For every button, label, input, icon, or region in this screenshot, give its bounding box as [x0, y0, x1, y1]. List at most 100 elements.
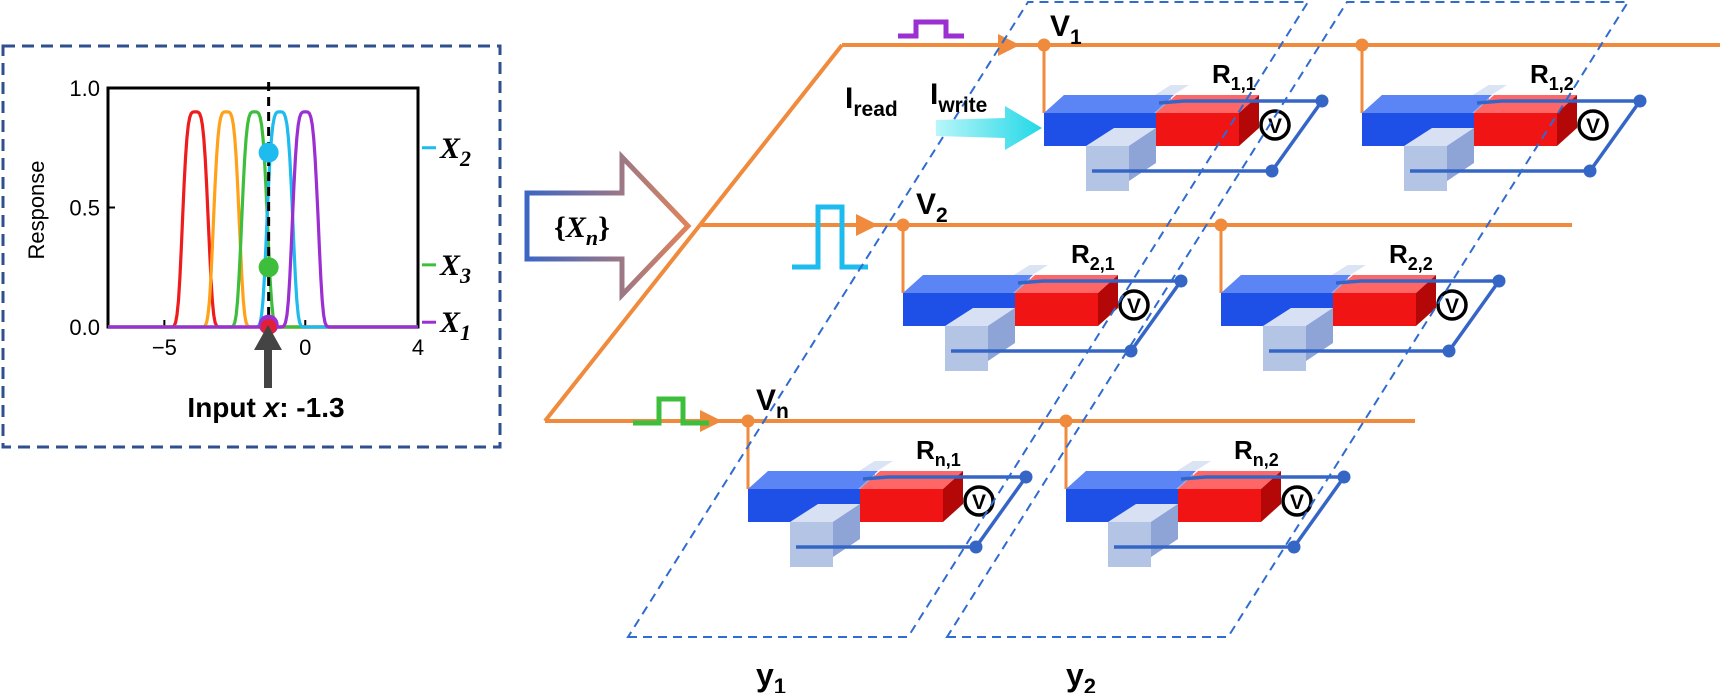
- rail-front: [1086, 146, 1129, 191]
- readout-wire-diag: [1129, 279, 1183, 353]
- junction-dot: [1214, 218, 1228, 232]
- memristor-cell: V Rn,2: [1059, 414, 1351, 567]
- red-block: [1178, 489, 1261, 522]
- rail-front-side: [833, 504, 860, 557]
- encoding-arrow: {Xn}: [524, 150, 692, 302]
- junction-dot: [896, 218, 910, 232]
- rail-front-top: [1263, 308, 1333, 326]
- resistance-label: Rn,2: [1234, 435, 1279, 470]
- column-frame-y2: [945, 0, 1630, 638]
- response-marker: [258, 257, 279, 278]
- encoding-arrow-label: {Xn}: [554, 211, 610, 250]
- rail-front: [1404, 146, 1447, 191]
- rail-front: [945, 326, 988, 371]
- voltmeter-symbol: V: [972, 491, 986, 514]
- readout-wire-diag: [1270, 99, 1324, 173]
- voltmeter-symbol: V: [1586, 115, 1600, 138]
- blue-block-top: [748, 471, 878, 489]
- memristor-cell: V R2,2: [1214, 218, 1506, 371]
- red-block: [1333, 293, 1416, 326]
- column-frames: [626, 0, 1630, 638]
- memristor-cell: V Rn,1: [741, 414, 1033, 567]
- junction-dot: [1355, 38, 1369, 52]
- junction-dot: [1059, 414, 1073, 428]
- voltage-label: V1: [1050, 10, 1082, 49]
- readout-wire-diag: [1447, 279, 1501, 353]
- x-tick-label: −5: [152, 335, 177, 360]
- y-axis-label: Response: [24, 160, 49, 259]
- readout-wire-top: [1017, 279, 1181, 285]
- input-label: Input x: -1.3: [187, 392, 344, 423]
- blue-block-top: [1066, 471, 1196, 489]
- blue-block-top: [1221, 275, 1351, 293]
- column-label-y1: y1: [756, 657, 786, 693]
- response-marker: [258, 142, 279, 163]
- red-block-side: [1416, 275, 1436, 326]
- readout-wire-top: [1335, 279, 1499, 285]
- readout-wire-diag: [1588, 99, 1642, 173]
- y-tick-label: 0.0: [69, 315, 100, 340]
- voltmeter-symbol: V: [1445, 295, 1459, 318]
- input-pulse: [898, 19, 964, 39]
- resistance-label: R1,1: [1212, 59, 1256, 94]
- resistance-label: R1,2: [1530, 59, 1574, 94]
- voltage-label: V2: [916, 188, 948, 227]
- red-block-side: [1239, 95, 1259, 146]
- red-block: [1015, 293, 1098, 326]
- x-tick-label: 0: [299, 335, 311, 360]
- current-direction-arrow: [700, 410, 722, 432]
- column-label-y2: y2: [1066, 657, 1096, 693]
- rail-front: [1108, 522, 1151, 567]
- voltmeter-icon: [1259, 109, 1291, 141]
- memristor-cell: V R1,2: [1355, 38, 1647, 191]
- side-label: X1: [439, 306, 471, 345]
- rail-front-side: [1151, 504, 1178, 557]
- memristor-cell: VR1,1: [1037, 38, 1329, 191]
- voltmeter-icon: [1577, 109, 1609, 141]
- rail-front: [790, 522, 833, 567]
- red-block-side: [1557, 95, 1577, 146]
- readout-wire-top: [1158, 99, 1322, 105]
- resistance-label: R2,1: [1071, 239, 1115, 274]
- junction-dot: [741, 414, 755, 428]
- rail-front-side: [1306, 308, 1333, 361]
- readout-wire-diag: [1292, 475, 1346, 549]
- rail-front-top: [1086, 128, 1156, 146]
- x-tick-label: 4: [412, 335, 424, 360]
- rail-front-top: [1404, 128, 1474, 146]
- side-label: X2: [439, 132, 471, 171]
- inset-dashed-border: [1, 44, 502, 449]
- resistance-label: R2,2: [1389, 239, 1433, 274]
- rail-front-side: [1447, 128, 1474, 181]
- rail-front-top: [945, 308, 1015, 326]
- junction-dot: [1037, 38, 1051, 52]
- rail-front-side: [1129, 128, 1156, 181]
- red-block: [1474, 113, 1557, 146]
- input-pulse: [633, 396, 709, 426]
- voltmeter-icon: [1118, 289, 1150, 321]
- input-arrow: [254, 325, 282, 388]
- blue-block-top: [1044, 95, 1174, 113]
- voltmeter-symbol: V: [1290, 491, 1304, 514]
- blue-block-top: [1362, 95, 1492, 113]
- side-label: X3: [439, 249, 471, 288]
- write-current-arrow: [936, 106, 1042, 150]
- current-direction-arrow: [856, 214, 878, 236]
- column-frame-y1: [626, 0, 1310, 638]
- readout-wire-diag: [974, 475, 1028, 549]
- red-block-side: [1261, 471, 1281, 522]
- voltmeter-icon: [1436, 289, 1468, 321]
- rail-front-top: [1108, 504, 1178, 522]
- red-block-side: [943, 471, 963, 522]
- resistance-label: Rn,1: [916, 435, 961, 470]
- memristor-cell: VR2,1: [896, 218, 1188, 371]
- rail-front-top: [790, 504, 860, 522]
- i-read-label: Iread: [845, 82, 898, 121]
- voltmeter-icon: [1281, 485, 1313, 517]
